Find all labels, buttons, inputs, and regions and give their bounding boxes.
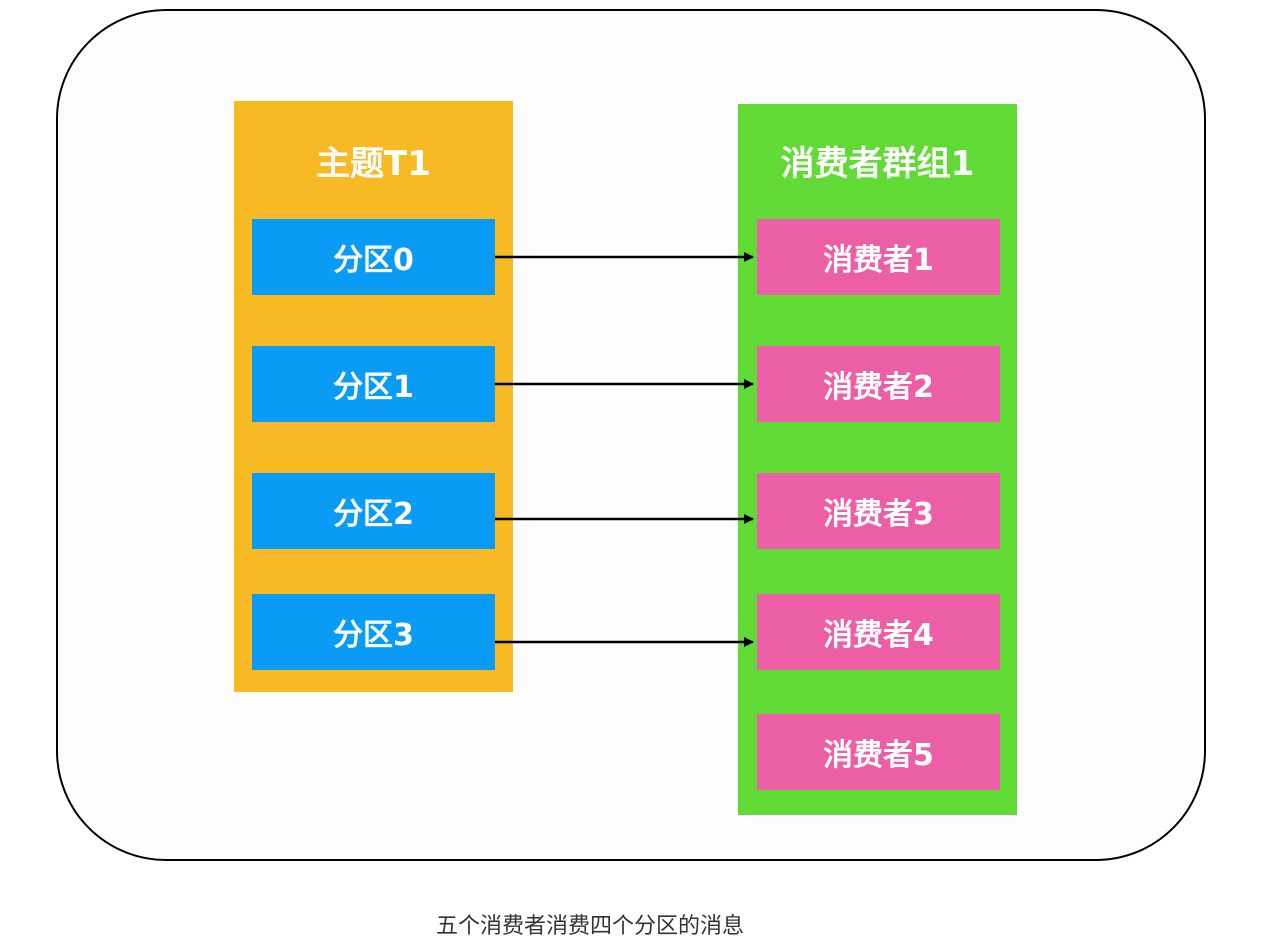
consumer-4: 消费者4	[757, 594, 1000, 670]
consumer-3: 消费者3	[757, 473, 1000, 549]
figure-caption: 五个消费者消费四个分区的消息	[435, 914, 744, 939]
consumer-2: 消费者2	[757, 346, 1000, 422]
partition-0: 分区0	[252, 219, 495, 295]
consumer-group-title: 消费者群组1	[780, 144, 975, 184]
topic-title: 主题T1	[316, 144, 431, 184]
partition-2: 分区2	[252, 473, 495, 549]
partition-3: 分区3	[252, 594, 495, 670]
consumer-5: 消费者5	[757, 714, 1000, 790]
consumer-1: 消费者1	[757, 219, 1000, 295]
partition-1: 分区1	[252, 346, 495, 422]
